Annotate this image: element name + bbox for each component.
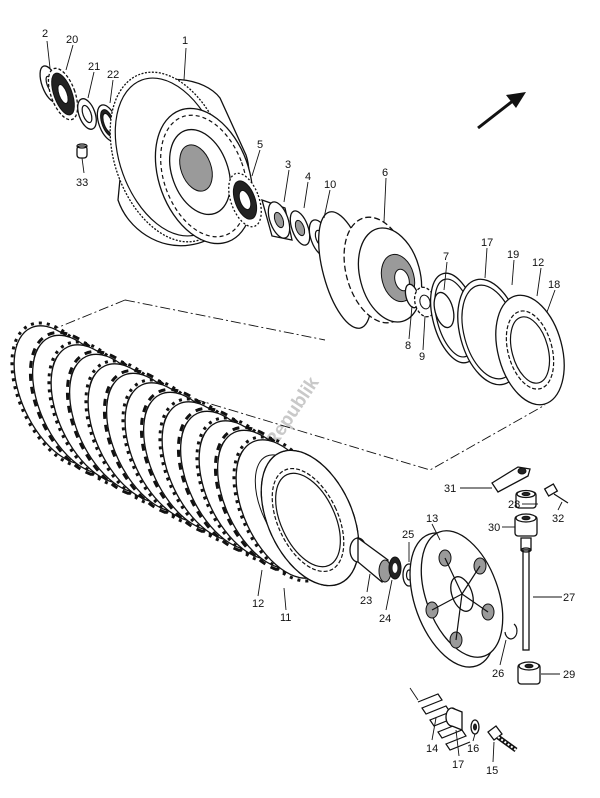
callout-6: 6 — [382, 167, 388, 179]
part-1-clutch-housing — [109, 71, 254, 247]
callout-11: 11 — [280, 612, 291, 624]
callout-25: 24 — [379, 613, 391, 625]
callout-13: 13 — [426, 513, 438, 525]
callout-9: 9 — [419, 351, 425, 363]
part-15-bolt — [487, 725, 518, 753]
callout-27: 26 — [492, 668, 504, 680]
part-28-push-rod — [520, 537, 532, 651]
assembly-outline — [13, 299, 546, 471]
callout-24: 23 — [360, 595, 372, 607]
callout-2: 2 — [42, 28, 48, 40]
part-4-washer — [289, 210, 311, 246]
callout-18: 17 — [481, 237, 493, 249]
callout-10: 10 — [324, 179, 336, 191]
callout-23: 22 — [107, 69, 119, 81]
part-5-needle-bearing — [228, 172, 262, 228]
callout-20: 19 — [507, 249, 519, 261]
callout-12-bottom: 12 — [252, 598, 264, 610]
part-17-spring-seat — [445, 707, 463, 731]
part-25-thrust-washer — [388, 556, 402, 580]
part-21-gear — [47, 67, 79, 121]
callout-5: 5 — [257, 139, 263, 151]
callout-4: 4 — [305, 171, 311, 183]
callout-22: 21 — [88, 61, 100, 73]
callout-26: 25 — [402, 529, 414, 541]
part-14-clutch-spring — [417, 693, 471, 751]
direction-arrow-icon — [477, 92, 526, 130]
part-24-release-bearing — [349, 536, 392, 584]
part-13-pressure-plate — [409, 530, 504, 668]
part-22-bushing — [77, 98, 97, 130]
callout-1: 1 — [182, 35, 188, 47]
callout-32: 31 — [444, 483, 456, 495]
part-34-pin — [76, 143, 88, 159]
callout-34: 33 — [76, 177, 88, 189]
clutch-plate-stack — [10, 321, 336, 583]
part-31-nut — [514, 513, 538, 537]
callout-labels: 2 20 21 22 33 1 5 3 4 10 6 7 8 9 17 19 1… — [42, 28, 575, 777]
callout-15: 15 — [486, 765, 498, 777]
part-3-spacer — [261, 198, 293, 241]
part-32-release-lever — [491, 466, 531, 493]
part-11-friction-plate — [260, 449, 360, 587]
callout-33: 32 — [552, 513, 564, 525]
callout-7: 7 — [443, 251, 449, 263]
part-33-bolt — [543, 483, 569, 504]
callout-17: 17 — [452, 759, 464, 771]
callout-30: 29 — [563, 669, 575, 681]
callout-8: 8 — [405, 340, 411, 352]
callout-21: 20 — [66, 34, 78, 46]
part-16-washer — [470, 719, 480, 735]
callout-3: 3 — [285, 159, 291, 171]
callout-16: 16 — [467, 743, 479, 755]
part-27-circlip — [504, 623, 518, 640]
leader-lines — [46, 40, 563, 763]
part-19-driven-plate — [495, 294, 565, 406]
callout-31: 30 — [488, 522, 500, 534]
callout-29: 28 — [508, 499, 520, 511]
part-6-sleeve-hub — [318, 211, 423, 329]
callout-19: 18 — [548, 279, 560, 291]
callout-28: 27 — [563, 592, 575, 604]
callout-14: 14 — [426, 743, 438, 755]
callout-12-top: 12 — [532, 257, 544, 269]
part-7-seat — [433, 291, 455, 329]
part-30-nut — [517, 661, 541, 685]
